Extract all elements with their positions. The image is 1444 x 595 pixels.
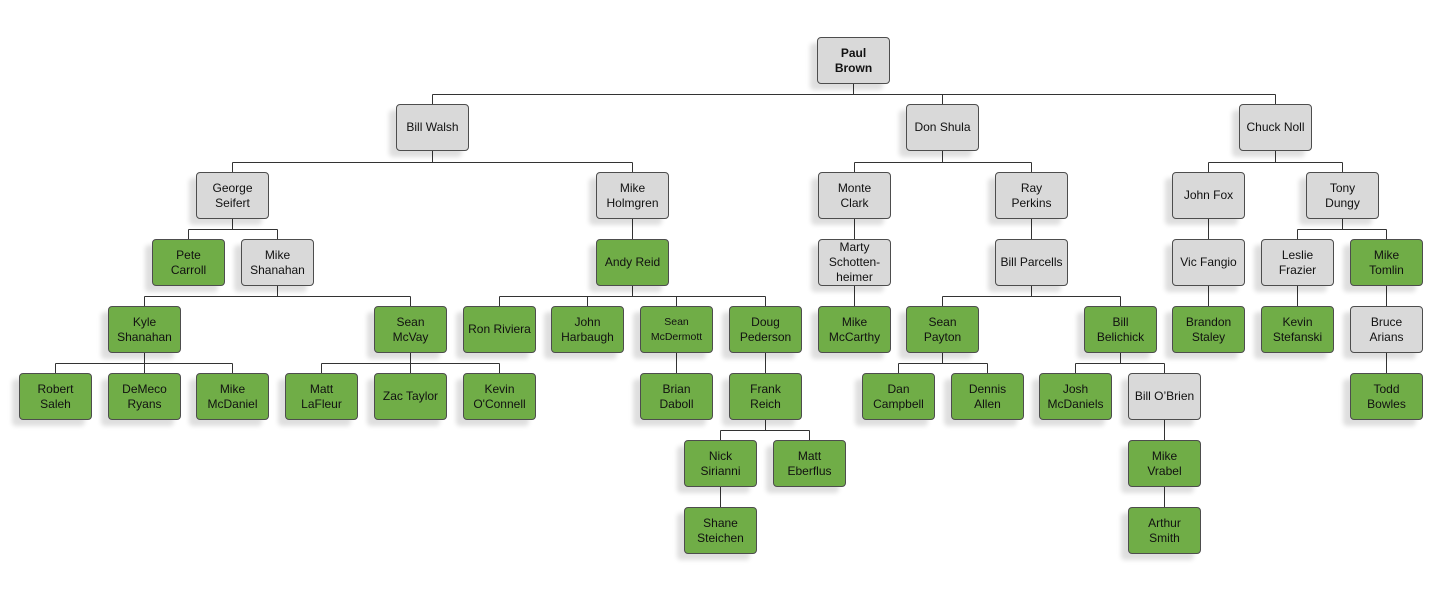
node-bill-parcells: Bill Parcells [995,239,1068,286]
node-vic-fangio: Vic Fangio [1172,239,1245,286]
node-andy-reid: Andy Reid [596,239,669,286]
node-zac-taylor: Zac Taylor [374,373,447,420]
node-bill-walsh: Bill Walsh [396,104,469,151]
node-chuck-noll: Chuck Noll [1239,104,1312,151]
node-don-shula: Don Shula [906,104,979,151]
node-bill-obrien: Bill O’Brien [1128,373,1201,420]
node-john-fox: John Fox [1172,172,1245,219]
node-ron-riviera: Ron Riviera [463,306,536,353]
